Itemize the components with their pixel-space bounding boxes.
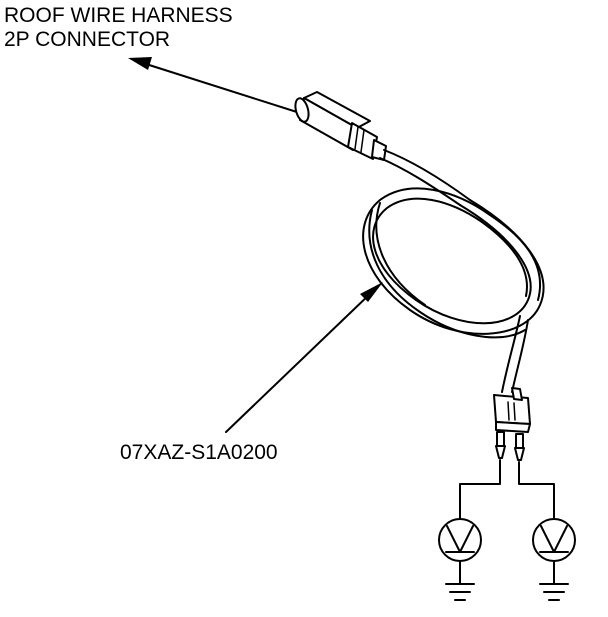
test-lamp-left <box>438 518 482 584</box>
roof-connector <box>294 91 387 161</box>
harness-cable-lower <box>501 315 529 393</box>
part-number-leader-arrow <box>225 282 383 433</box>
connector-label-line2: 2P CONNECTOR <box>4 28 171 51</box>
lamp-wiring <box>459 459 555 519</box>
harness-coil <box>362 187 545 339</box>
ground-symbol-right <box>539 583 569 601</box>
connector-leader-arrow <box>128 57 301 114</box>
test-plug <box>493 387 531 461</box>
test-lamp-right <box>532 518 576 584</box>
part-number-label: 07XAZ-S1A0200 <box>120 441 278 464</box>
ground-symbol-left <box>445 583 475 601</box>
connector-label-line1: ROOF WIRE HARNESS <box>4 4 233 27</box>
harness-cable-upper <box>379 149 471 206</box>
